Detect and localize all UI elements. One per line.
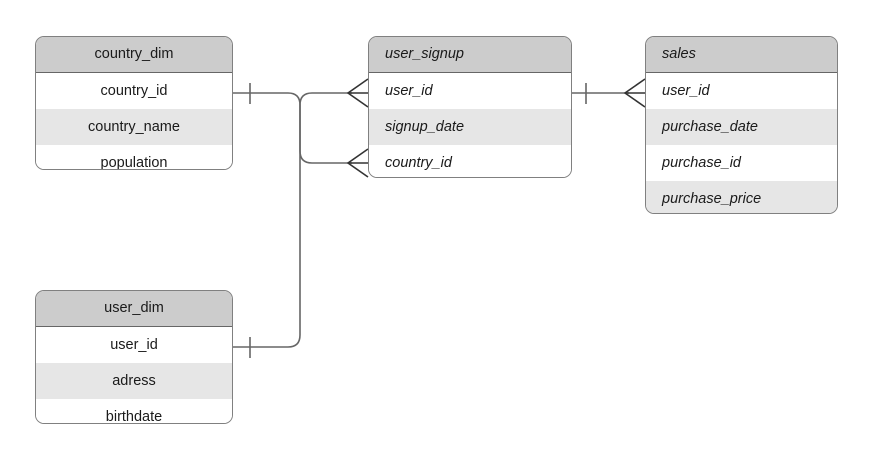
entity-title-country_dim: country_dim [36,37,232,73]
cardinality-many-crowsfoot-user_signup-country_id [346,148,369,178]
attribute-row-signup_date[interactable]: signup_date [369,109,571,145]
attribute-row-population[interactable]: population [36,145,232,169]
attribute-row-country_id[interactable]: country_id [369,145,571,177]
entity-title-sales: sales [646,37,837,73]
entity-country_dim[interactable]: country_dim country_id country_name popu… [35,36,233,170]
entity-title-user_dim: user_dim [36,291,232,327]
cardinality-many-crowsfoot-sales-user_id [623,78,646,108]
relationship-user_dim-user_signup[interactable] [233,78,369,358]
entity-sales[interactable]: sales user_id purchase_date purchase_id … [645,36,838,214]
relationship-line-country_dim-user_signup [233,92,352,164]
entity-user_signup[interactable]: user_signup user_id signup_date country_… [368,36,572,178]
cardinality-many-crowsfoot-user_signup-user_id [346,78,369,108]
relationship-line-user_dim-user_signup [233,92,352,348]
attribute-row-user_id[interactable]: user_id [646,73,837,109]
attribute-row-country_name[interactable]: country_name [36,109,232,145]
attribute-row-adress[interactable]: adress [36,363,232,399]
entity-title-user_signup: user_signup [369,37,571,73]
attribute-row-user_id[interactable]: user_id [369,73,571,109]
attribute-row-country_id[interactable]: country_id [36,73,232,109]
attribute-row-user_id[interactable]: user_id [36,327,232,363]
entity-user_dim[interactable]: user_dim user_id adress birthdate [35,290,233,424]
attribute-row-birthdate[interactable]: birthdate [36,399,232,423]
relationship-user_signup-sales[interactable] [572,78,646,108]
attribute-row-purchase_price[interactable]: purchase_price [646,181,837,213]
relationship-country_dim-user_signup[interactable] [233,83,369,178]
attribute-row-purchase_date[interactable]: purchase_date [646,109,837,145]
attribute-row-purchase_id[interactable]: purchase_id [646,145,837,181]
